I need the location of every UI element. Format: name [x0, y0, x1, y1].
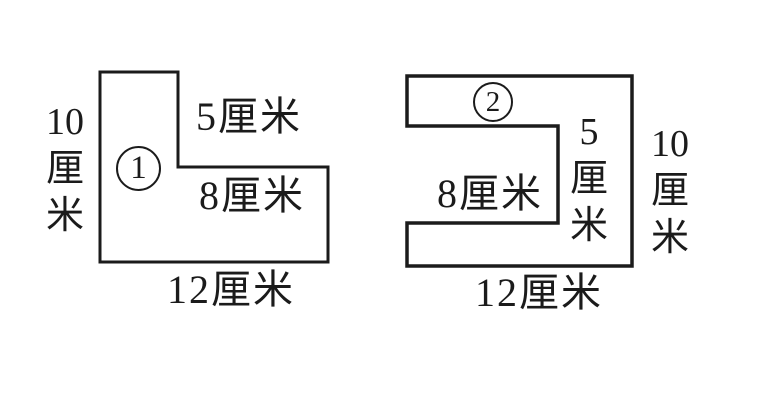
figure2-notch-label-8cm: 8厘米 — [437, 171, 543, 216]
figure2-number: 2 — [485, 85, 501, 118]
figure2-height-line2: 厘 — [650, 170, 689, 212]
figure1-height-label-line3: 米 — [45, 195, 84, 237]
figure2-height-label-10cm: 10 厘 米 — [642, 121, 698, 262]
figure2-height-line1: 10 — [651, 123, 689, 165]
figure2-base-label-12cm: 12厘米 — [475, 270, 603, 315]
figure1-height-label-10cm: 10 厘 米 — [38, 99, 92, 240]
figure1-number: 1 — [130, 150, 147, 186]
figure2-number-badge: 2 — [473, 82, 513, 122]
figure1-height-label-line2: 厘 — [45, 148, 84, 190]
figure1-base-label-12cm: 12厘米 — [167, 267, 295, 312]
figure1-side-label-5cm: 5厘米 — [196, 94, 302, 139]
figure1-height-label-line1: 10 — [46, 101, 84, 143]
figure2-notch-height-label-5cm: 5 厘 米 — [564, 109, 614, 250]
figure1-number-badge: 1 — [116, 146, 161, 191]
figure2-notch-height-line1: 5 — [579, 111, 599, 153]
figure1-side-label-8cm: 8厘米 — [199, 173, 305, 218]
figure2-height-line3: 米 — [650, 217, 689, 259]
figure2-notch-height-line2: 厘 — [569, 158, 608, 200]
figure2-c-shape-outline — [405, 74, 634, 268]
figure1-l-shape-outline — [98, 70, 330, 264]
figure2-notch-height-line3: 米 — [569, 205, 608, 247]
